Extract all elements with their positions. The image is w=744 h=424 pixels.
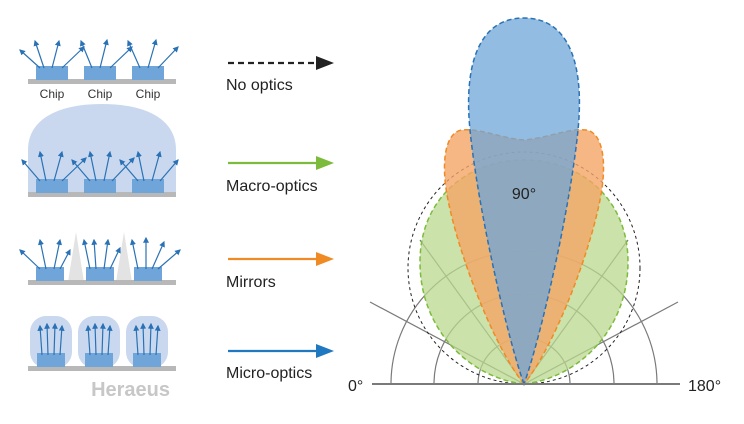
chip [132, 179, 164, 193]
chip [36, 179, 68, 193]
substrate [28, 280, 176, 285]
substrate [28, 192, 176, 197]
arrow-mirrors [228, 252, 334, 266]
label-mirrors: Mirrors [226, 274, 276, 291]
chip [133, 353, 161, 367]
mirror-reflector [116, 232, 132, 282]
chip [36, 66, 68, 80]
chip-label: Chip [136, 87, 161, 101]
row-macro-optics-illustration [21, 104, 179, 197]
chip [85, 353, 113, 367]
label-macro-optics: Macro-optics [226, 178, 318, 195]
row-micro-optics-illustration: Heraeus [28, 316, 176, 401]
chip [84, 66, 116, 80]
substrate [28, 79, 176, 84]
arrow-macro-optics [228, 156, 334, 170]
row-no-optics-illustration: Chip Chip Chip [19, 38, 179, 101]
chip-label: Chip [40, 87, 65, 101]
polar-emission-diagram: 90° 0° 180° [348, 17, 721, 395]
substrate [28, 366, 176, 371]
chip [132, 66, 164, 80]
angle-label-90: 90° [512, 186, 536, 203]
mirror-reflector [68, 232, 84, 282]
chip-label: Chip [88, 87, 113, 101]
chip [134, 267, 162, 281]
macro-lens-dome [28, 104, 176, 194]
chip [86, 267, 114, 281]
light-rays [19, 38, 179, 69]
chip [37, 353, 65, 367]
angle-label-180: 180° [688, 378, 721, 395]
label-no-optics: No optics [226, 77, 293, 94]
lobe-micro-optics [467, 17, 581, 387]
label-micro-optics: Micro-optics [226, 365, 312, 382]
chip [84, 179, 116, 193]
brand-logo: Heraeus [91, 379, 170, 401]
light-rays [37, 322, 161, 356]
arrow-no-optics [228, 56, 334, 70]
row-mirrors-illustration [19, 232, 181, 285]
arrow-micro-optics [228, 344, 334, 358]
chip [36, 267, 64, 281]
light-rays [19, 236, 181, 270]
light-rays [21, 150, 179, 182]
angle-label-0: 0° [348, 378, 363, 395]
